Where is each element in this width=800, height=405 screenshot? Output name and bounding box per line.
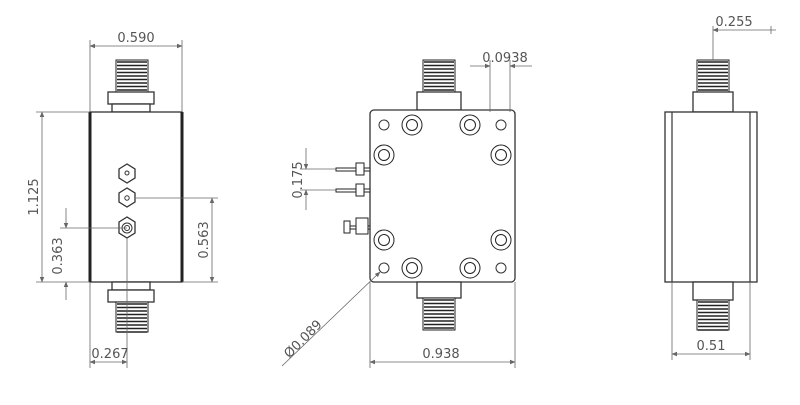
pins [335, 162, 371, 235]
top-connector [107, 59, 155, 113]
dim-hole-diameter: Ø0.089 [281, 317, 325, 361]
left-view: 0.590 1.125 0.363 0.563 0.267 [27, 31, 218, 368]
coax-port [118, 216, 136, 239]
front-view: 0.0938 0.175 Ø0.089 0.938 [281, 51, 532, 368]
housing-face [369, 109, 516, 283]
housing-body [89, 111, 183, 283]
dim-right-width: 0.51 [697, 339, 726, 354]
bottom-connector [692, 281, 734, 331]
dim-port-offset: 0.363 [51, 237, 66, 274]
hex-nut-1 [118, 163, 136, 184]
dim-width: 0.590 [117, 31, 154, 46]
hex-nut-2 [118, 187, 136, 208]
dim-pin-spacing: 0.175 [291, 161, 306, 198]
mounting-holes [378, 119, 507, 274]
bottom-connector [416, 281, 462, 331]
dim-height: 1.125 [27, 178, 42, 215]
dim-connector: 0.255 [715, 15, 752, 30]
screws [373, 114, 512, 279]
dim-port-center: 0.563 [197, 221, 212, 258]
dim-flange: 0.0938 [482, 51, 528, 66]
right-view: 0.255 0.51 [664, 15, 776, 360]
housing-side [664, 111, 758, 283]
top-connector [416, 59, 462, 111]
top-connector [692, 59, 734, 113]
dim-front-width: 0.938 [422, 347, 459, 362]
bottom-connector [107, 281, 155, 333]
dim-port-x: 0.267 [91, 347, 128, 362]
